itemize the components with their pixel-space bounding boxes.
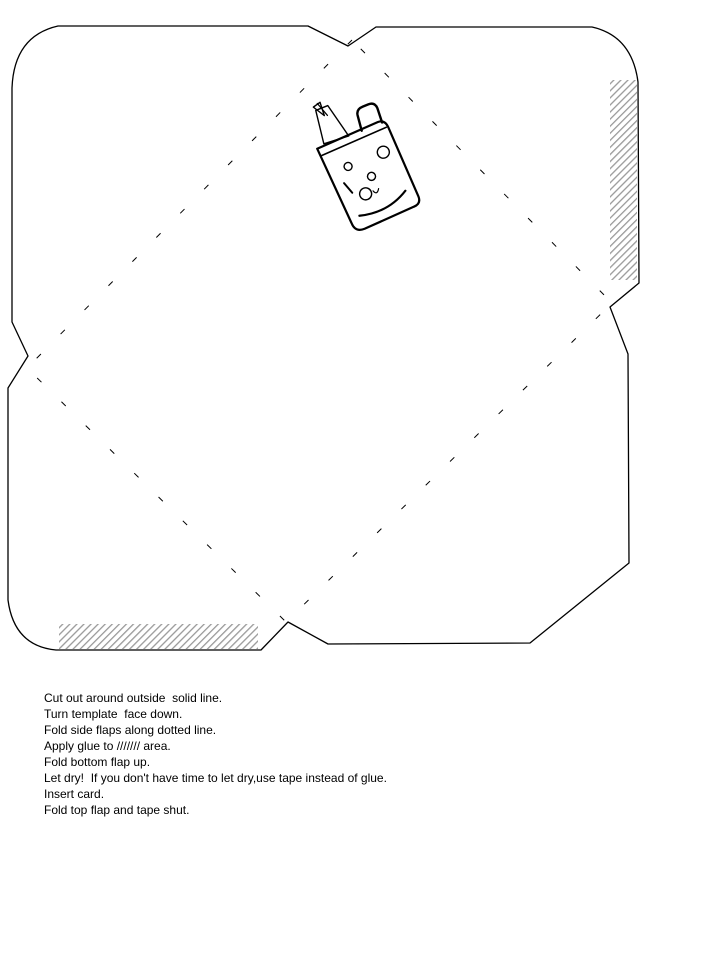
glue-area-right bbox=[610, 80, 637, 280]
instruction-step: Turn template face down. bbox=[44, 707, 183, 721]
instruction-step: Cut out around outside solid line. bbox=[44, 691, 223, 705]
outer-cut-line bbox=[7, 25, 640, 651]
instruction-step: Fold bottom flap up. bbox=[44, 755, 151, 769]
glue-bottle-icon bbox=[312, 101, 421, 231]
instructions-list: Cut out around outside solid line. Turn … bbox=[44, 690, 684, 818]
instruction-step: Fold top flap and tape shut. bbox=[44, 803, 190, 817]
instruction-step: Let dry! If you don't have time to let d… bbox=[44, 771, 387, 785]
instruction-step: Fold side flaps along dotted line. bbox=[44, 723, 217, 737]
fold-lines bbox=[26, 39, 613, 623]
glue-area-bottom bbox=[59, 624, 258, 649]
instruction-step: Insert card. bbox=[44, 787, 105, 801]
instruction-step: Apply glue to /////// area. bbox=[44, 739, 171, 753]
